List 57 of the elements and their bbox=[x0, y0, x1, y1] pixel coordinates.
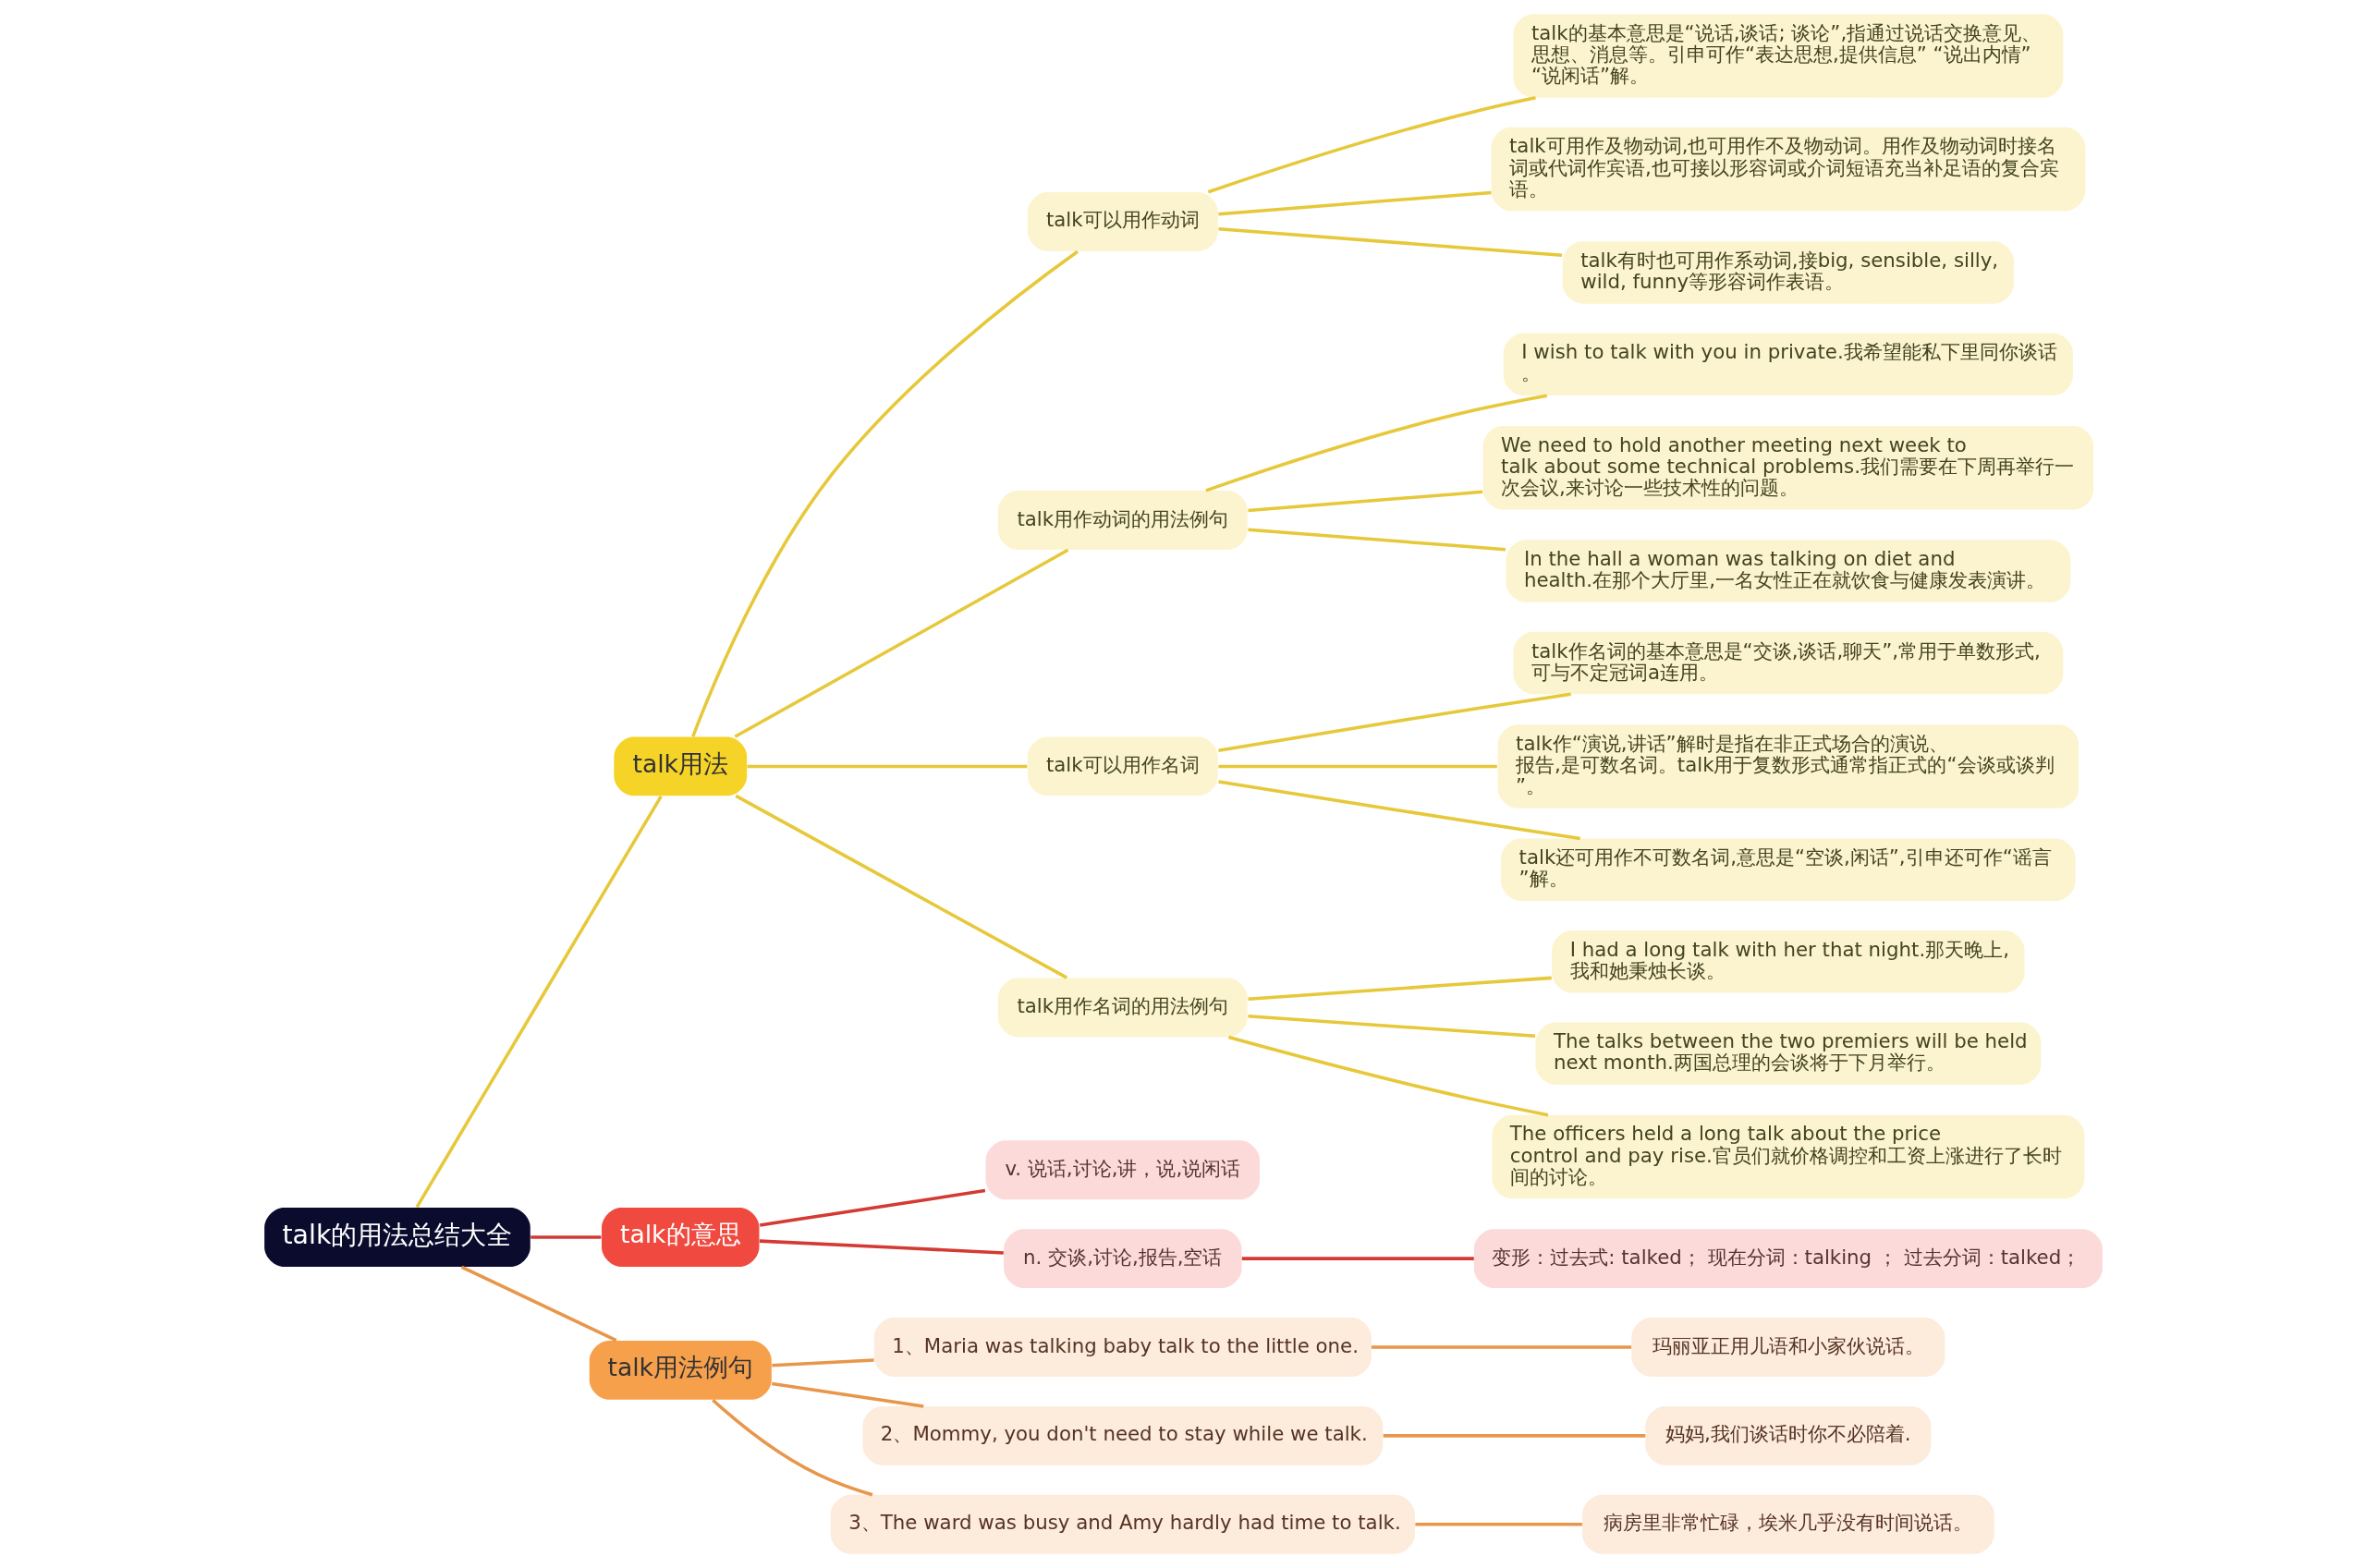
node-box: talk可以用作名词 bbox=[1027, 736, 1218, 796]
connector bbox=[1227, 1035, 1548, 1117]
node-box: talk用作动词的用法例句 bbox=[997, 491, 1248, 550]
connector bbox=[1414, 1523, 1582, 1526]
connector bbox=[759, 1239, 1004, 1255]
node-box: 3、The ward was busy and Amy hardly had time to talk. bbox=[830, 1494, 1415, 1554]
node-box: talk作“演说,讲话”解时是指在非正式场合的演说、报告,是可数名词。talk用于复数形式通常指正式的“会谈或谈判”。 bbox=[1497, 724, 2079, 808]
node-box: 玛丽亚正用儿语和小家伙说话。 bbox=[1630, 1318, 1945, 1377]
node-box: talk用作名词的用法例句 bbox=[997, 978, 1248, 1038]
connector bbox=[460, 1265, 616, 1343]
connector bbox=[415, 795, 663, 1209]
node-box: talk的意思 bbox=[601, 1208, 759, 1267]
connector bbox=[711, 1398, 872, 1497]
connector bbox=[1207, 96, 1536, 194]
connector bbox=[1217, 226, 1562, 258]
connector bbox=[1204, 394, 1547, 492]
connector bbox=[1247, 1014, 1535, 1039]
connector bbox=[690, 249, 1079, 737]
connector bbox=[530, 1235, 601, 1239]
node-box: 妈妈,我们谈话时你不必陪着. bbox=[1644, 1405, 1931, 1465]
node-box: talk的用法总结大全 bbox=[263, 1208, 531, 1267]
node-box: talk可以用作动词 bbox=[1027, 191, 1218, 251]
connector bbox=[1371, 1345, 1631, 1349]
connector bbox=[734, 794, 1067, 979]
node-box: talk可用作及物动词,也可用作不及物动词。用作及物动词时接名词或代词作宾语,也可接以形容词或介词短语充当补足语的复合宾语。 bbox=[1490, 127, 2085, 212]
connector bbox=[759, 1188, 985, 1227]
connector bbox=[1247, 528, 1506, 552]
connector bbox=[1217, 190, 1492, 216]
node-box: talk的基本意思是“说话,谈话; 谈论”,指通过说话交换意见、思想、消息等。引申可作“表达思想,提供信息” “说出内情” “说闲话”解。 bbox=[1512, 14, 2063, 98]
connector bbox=[1241, 1257, 1474, 1260]
connector bbox=[1217, 764, 1497, 769]
node-box: The officers held a long talk about the price control and pay rise.官员们就价格调控和工资上涨进行了长时间的讨论。 bbox=[1491, 1114, 2084, 1199]
node-box: 1、Maria was talking baby talk to the little one. bbox=[873, 1318, 1372, 1377]
node-box: talk用法 bbox=[613, 736, 747, 796]
node-box: The talks between the two premiers will be held next month.两国总理的会谈将于下月举行。 bbox=[1534, 1022, 2041, 1085]
node-box: v. 说话,讨论,讲，说,说闲话 bbox=[985, 1140, 1260, 1200]
node-box: In the hall a woman was talking on diet and health.在那个大厅里,一名女性正在就饮食与健康发表演讲。 bbox=[1505, 540, 2070, 602]
node-box: n. 交谈,讨论,报告,空话 bbox=[1003, 1229, 1242, 1289]
node-box: We need to hold another meeting next week to talk about some technical problems.我们需要在下周再举行一次会议,来讨论一些技术性的问题。 bbox=[1482, 425, 2093, 510]
node-box: 2、Mommy, you don't need to stay while we talk. bbox=[861, 1405, 1383, 1465]
connector bbox=[1247, 490, 1482, 513]
node-box: talk用法例句 bbox=[589, 1340, 772, 1400]
node-box: 变形：过去式: talked； 现在分词：talking ； 过去分词：talked； bbox=[1473, 1229, 2103, 1289]
connector bbox=[747, 764, 1027, 769]
node-box: I had a long talk with her that night.那天晚上,我和她秉烛长谈。 bbox=[1551, 930, 2025, 993]
node-box: talk有时也可用作系动词,接big, sensible, silly, wild, funny等形容词作表语。 bbox=[1562, 241, 2014, 304]
connector bbox=[1217, 692, 1571, 752]
connector bbox=[1217, 780, 1580, 841]
node-box: talk还可用作不可数名词,意思是“空谈,闲话”,引申还可作“谣言”解。 bbox=[1500, 838, 2076, 901]
node-box: 病房里非常忙碌，埃米几乎没有时间说话。 bbox=[1581, 1494, 1994, 1554]
node-box: talk作名词的基本意思是“交谈,谈话,聊天”,常用于单数形式,可与不定冠词a连用。 bbox=[1512, 631, 2063, 695]
connector bbox=[733, 548, 1068, 738]
connector bbox=[1383, 1434, 1645, 1438]
node-box: I wish to talk with you in private.我希望能私下里同你谈话。 bbox=[1503, 333, 2073, 396]
connector bbox=[1247, 976, 1552, 1001]
connector bbox=[771, 1358, 874, 1367]
connector bbox=[771, 1381, 923, 1408]
